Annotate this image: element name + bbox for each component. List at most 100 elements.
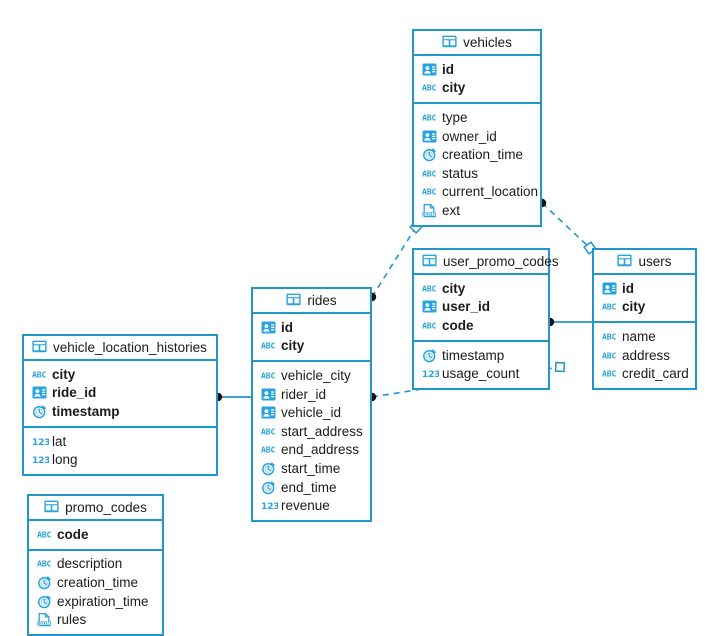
field-row[interactable]: user_id [414, 298, 548, 317]
field-label: current_location [442, 184, 539, 200]
id-card-icon [261, 405, 276, 420]
relationship-vehicles-users[interactable] [537, 198, 597, 255]
field-label: id [281, 319, 293, 335]
svg-text:ABC: ABC [261, 426, 275, 436]
field-row[interactable]: creation_time [414, 145, 540, 164]
field-label: status [442, 165, 479, 181]
abc-string-icon: ABC [602, 366, 617, 381]
field-label: long [52, 452, 78, 468]
entity-header-vehicle_location_histories[interactable]: vehicle_location_histories [24, 336, 216, 361]
field-row[interactable]: vehicle_id [253, 403, 370, 422]
abc-string-icon: ABC [261, 368, 276, 383]
entity-header-rides[interactable]: rides [253, 289, 370, 314]
field-row[interactable]: ride_id [24, 384, 216, 403]
entity-header-vehicles[interactable]: vehicles [414, 31, 540, 56]
field-row[interactable]: ABC city [414, 279, 548, 298]
id-card-icon [602, 281, 617, 296]
abc-string-icon: ABC [602, 329, 617, 344]
field-label: city [52, 366, 76, 382]
field-label: revenue [281, 498, 330, 514]
relationship-vehicle_location_histories-rides[interactable] [213, 392, 251, 402]
id-card-icon [32, 385, 47, 400]
field-label: start_address [281, 423, 363, 439]
field-row[interactable]: rider_id [253, 385, 370, 404]
svg-text:ABC: ABC [422, 187, 436, 197]
field-label: timestamp [52, 403, 120, 419]
field-label: code [442, 317, 474, 333]
field-label: end_address [281, 442, 360, 458]
field-label: city [442, 80, 466, 96]
field-label: lat [52, 433, 67, 449]
field-row[interactable]: ABC current_location [414, 183, 540, 202]
abc-string-icon: ABC [422, 166, 437, 181]
entity-header-promo_codes[interactable]: promo_codes [29, 496, 162, 521]
field-row[interactable]: id [414, 60, 540, 79]
abc-string-icon: ABC [261, 442, 276, 457]
entity-header-users[interactable]: users [594, 250, 695, 275]
field-label: city [442, 280, 466, 296]
field-label: city [622, 299, 646, 315]
field-row[interactable]: creation_time [29, 573, 162, 592]
abc-string-icon: ABC [602, 348, 617, 363]
field-row[interactable]: ABC city [24, 365, 216, 384]
table-icon [617, 254, 633, 269]
relationship-user_promo_codes-users[interactable] [545, 317, 592, 327]
field-row[interactable]: timestamp [414, 346, 548, 365]
field-row[interactable]: id [253, 318, 370, 337]
field-row[interactable]: ABC start_address [253, 422, 370, 441]
field-row[interactable]: id [594, 279, 695, 298]
entity-name: vehicle_location_histories [53, 340, 207, 355]
field-row[interactable]: start_time [253, 459, 370, 478]
svg-text:ABC: ABC [602, 369, 616, 379]
field-label: ride_id [52, 385, 97, 401]
field-row[interactable]: expiration_time [29, 592, 162, 611]
field-row[interactable]: ABC end_address [253, 441, 370, 460]
json-document-icon: JSON [37, 612, 52, 627]
field-label: creation_time [57, 574, 139, 590]
field-row[interactable]: ABC status [414, 164, 540, 183]
field-row[interactable]: owner_id [414, 127, 540, 146]
123-number-icon: 123 [422, 366, 439, 381]
abc-string-icon: ABC [32, 367, 47, 382]
table-icon [32, 340, 47, 355]
field-label: user_id [442, 299, 491, 315]
field-row[interactable]: end_time [253, 478, 370, 497]
field-row[interactable]: timestamp [24, 402, 216, 421]
field-label: description [57, 556, 123, 572]
svg-text:ABC: ABC [422, 283, 436, 293]
entity-header-user_promo_codes[interactable]: user_promo_codes [414, 250, 559, 275]
field-label: id [622, 280, 634, 296]
field-label: expiration_time [57, 593, 149, 609]
clock-icon [422, 348, 437, 363]
svg-text:123: 123 [261, 501, 278, 512]
field-label: creation_time [442, 147, 524, 163]
field-label: type [442, 109, 468, 125]
